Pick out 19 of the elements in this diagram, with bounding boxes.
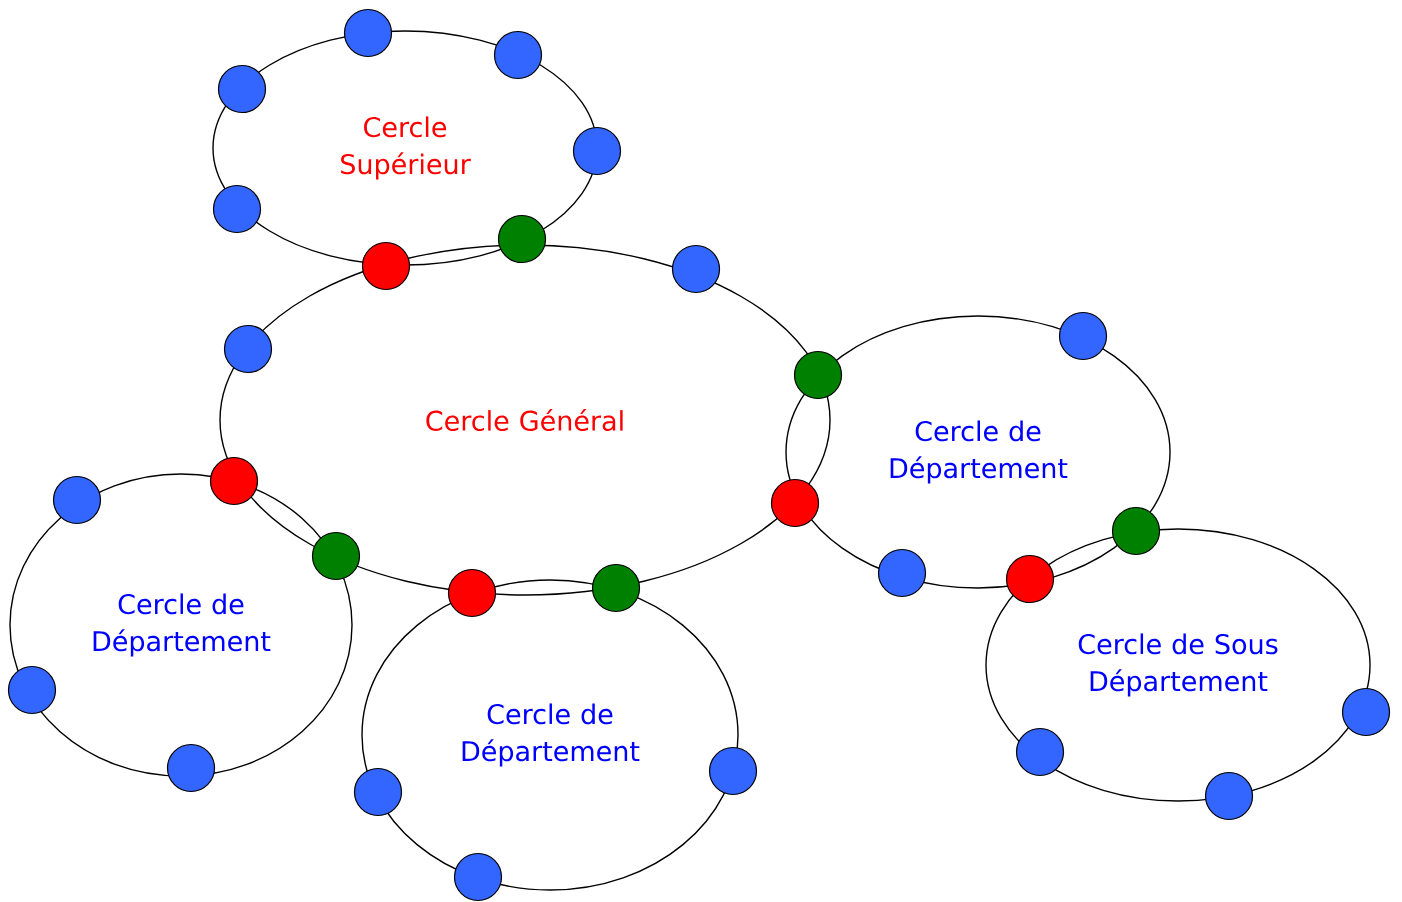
member-dot [209,456,259,506]
member-dot [877,548,927,598]
member-dot [343,8,393,58]
member-dot [447,568,497,618]
member-dot [166,743,216,793]
member-dot [453,852,503,902]
member-dot [708,746,758,796]
member-dot [212,184,262,234]
member-dot [671,244,721,294]
member-dot [1111,506,1161,556]
member-dot [793,350,843,400]
member-dot [1204,771,1254,821]
member-dot [572,126,622,176]
member-dot [1058,311,1108,361]
member-dot [353,767,403,817]
member-dot [52,475,102,525]
member-dot [591,563,641,613]
member-dot [770,478,820,528]
member-dot [1341,687,1391,737]
